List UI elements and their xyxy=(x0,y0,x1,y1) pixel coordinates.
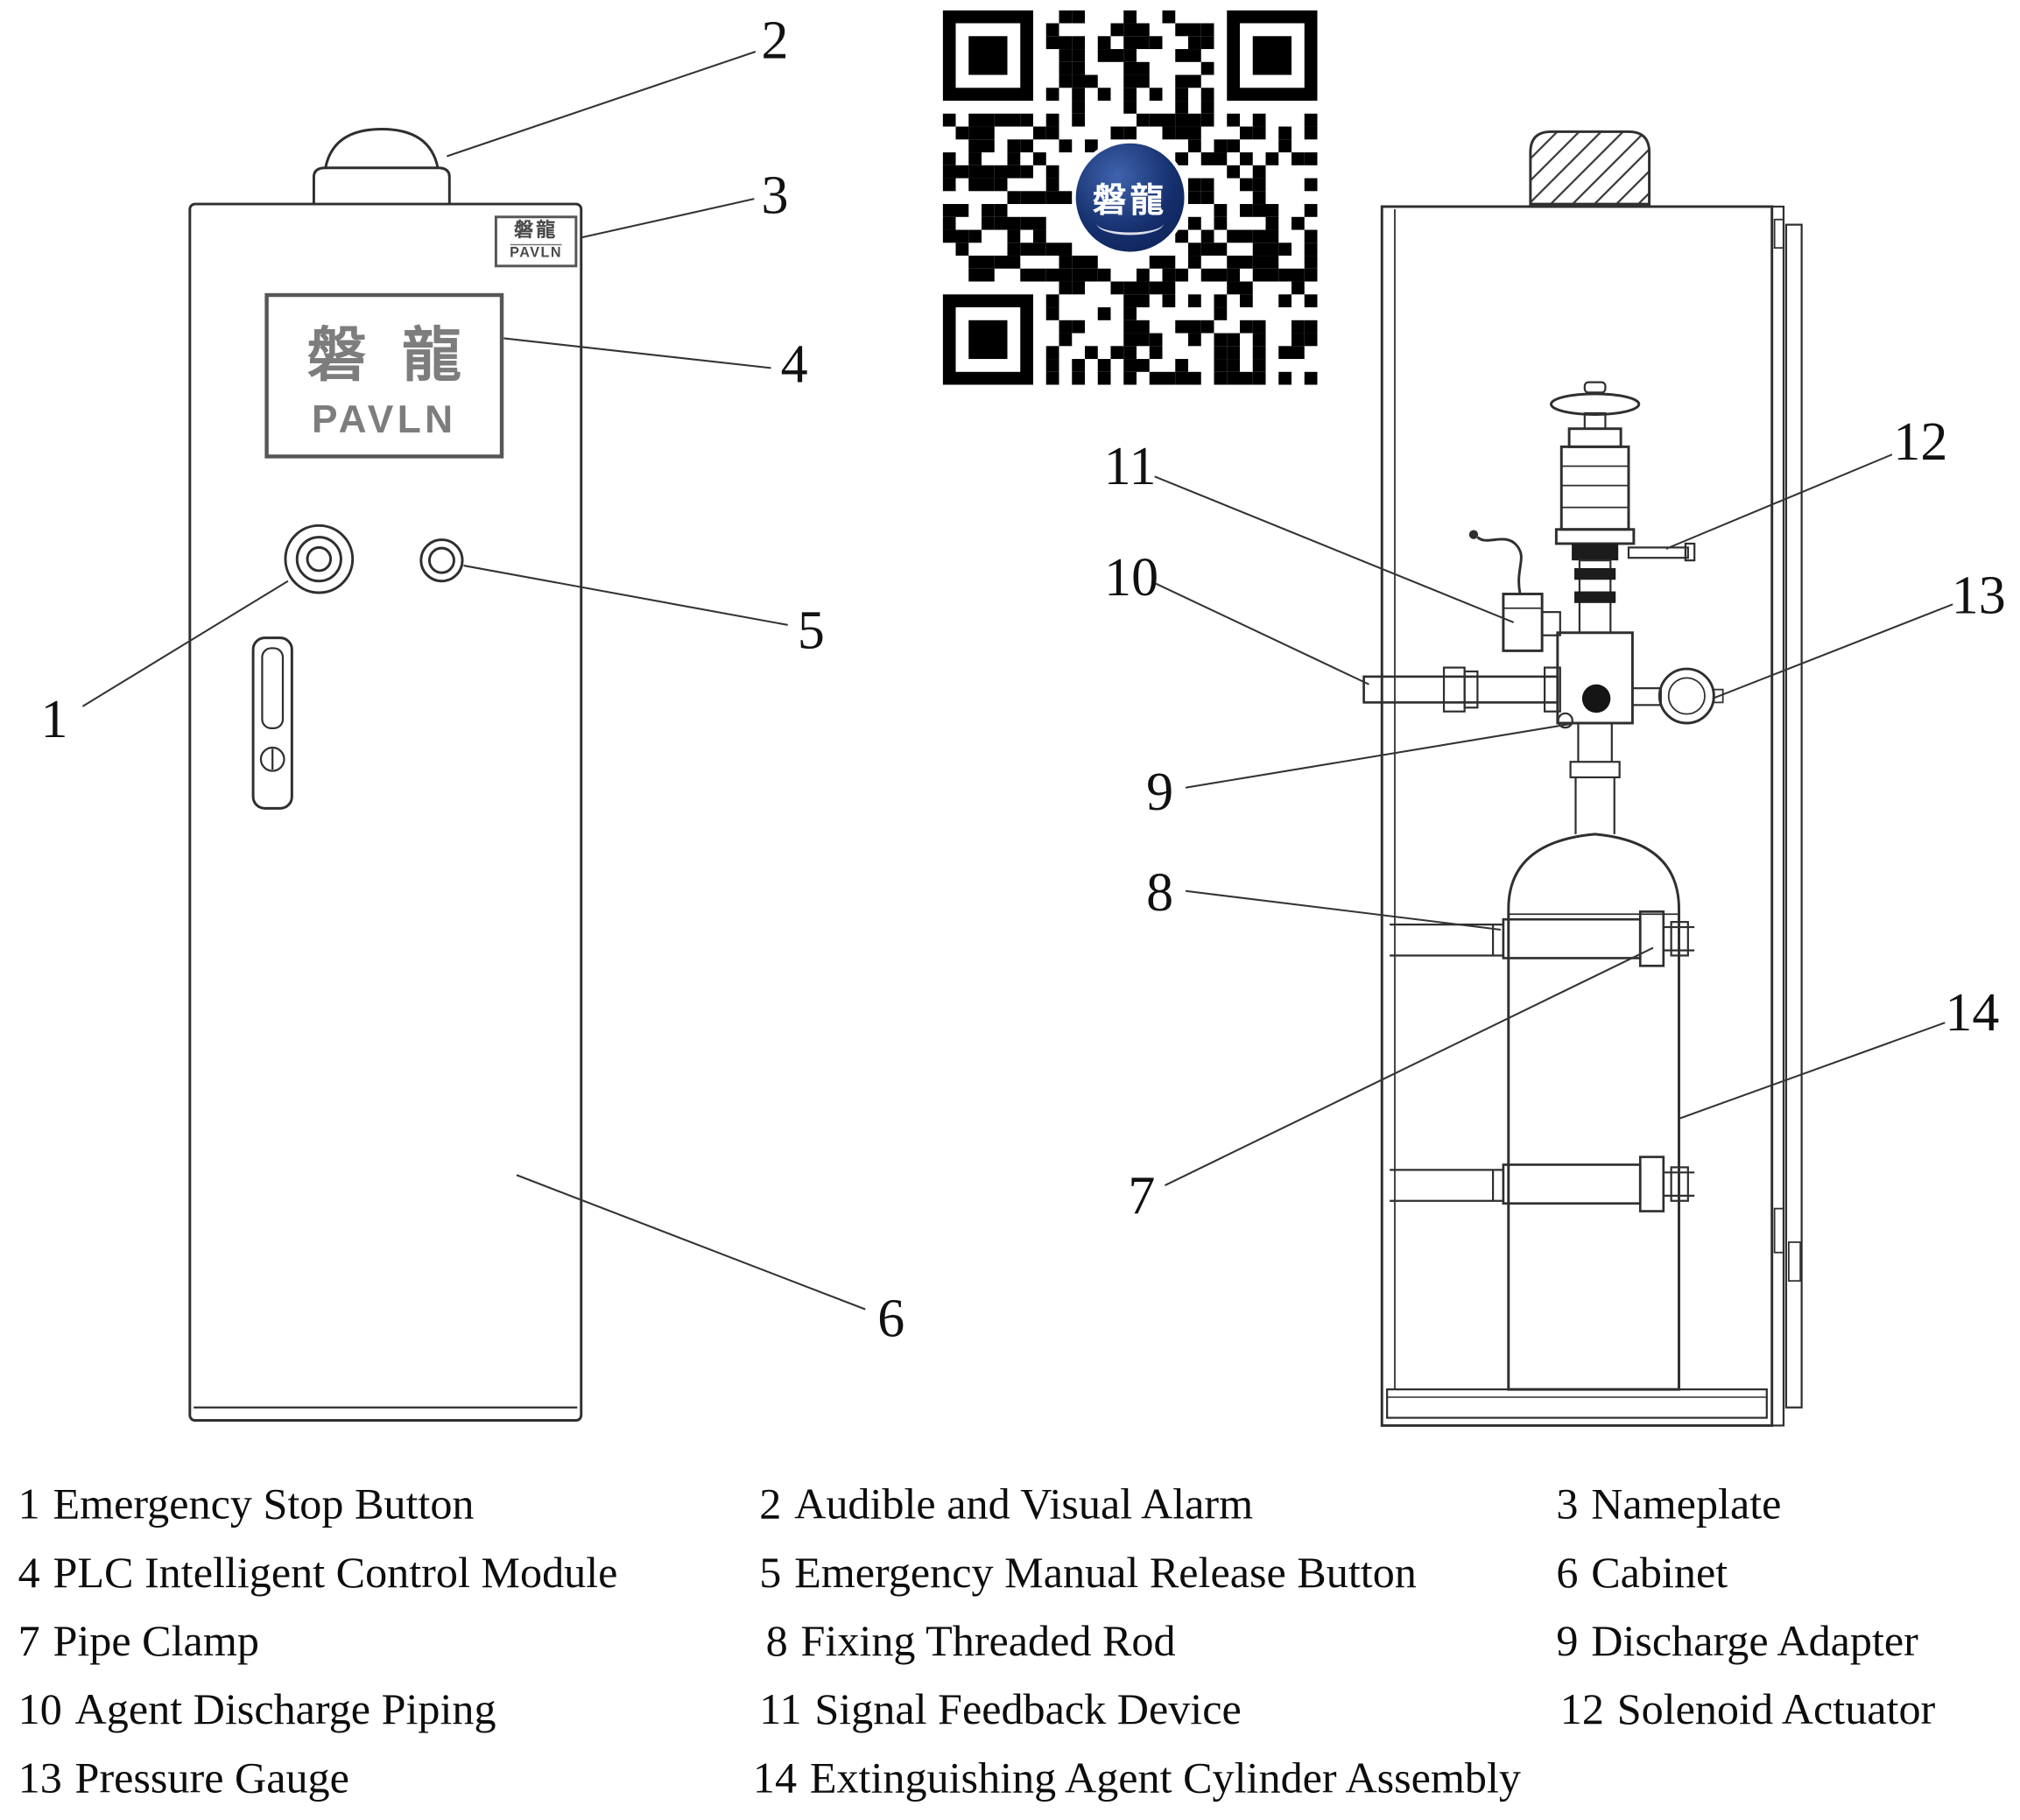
legend-label: Emergency Stop Button xyxy=(53,1480,475,1529)
logo-panel-cn: 磐 龍 xyxy=(306,322,472,389)
nameplate: 磐龍 PAVLN xyxy=(494,215,578,268)
legend-number: 10 xyxy=(18,1686,62,1734)
legend-label: Pressure Gauge xyxy=(74,1754,349,1803)
callout-9: 9 xyxy=(1146,762,1174,823)
door-handle xyxy=(251,636,293,810)
legend-label: Cabinet xyxy=(1591,1549,1728,1598)
brand-logo-text: 磐龍 xyxy=(1092,181,1168,220)
legend-label: Pipe Clamp xyxy=(53,1618,259,1666)
callout-13: 13 xyxy=(1951,566,2006,627)
legend-label: Signal Feedback Device xyxy=(814,1686,1242,1734)
callout-3: 3 xyxy=(761,166,789,227)
legend-number: 9 xyxy=(1556,1618,1579,1666)
legend-number: 2 xyxy=(759,1480,782,1529)
legend-label: PLC Intelligent Control Module xyxy=(53,1549,618,1598)
legend-number: 13 xyxy=(18,1754,62,1803)
discharge-piping xyxy=(1362,666,1559,713)
cabinet-base xyxy=(1386,1388,1768,1419)
legend-number: 4 xyxy=(18,1549,40,1598)
callout-5: 5 xyxy=(797,601,825,662)
legend-label: Fixing Threaded Rod xyxy=(800,1618,1176,1666)
solenoid-actuator xyxy=(1550,381,1696,634)
legend-label: Agent Discharge Piping xyxy=(74,1686,496,1734)
front-cabinet-drawing xyxy=(188,128,583,1422)
legend-number: 11 xyxy=(759,1686,802,1734)
nameplate-cn: 磐龍 xyxy=(514,221,559,242)
agent-cylinder xyxy=(1507,723,1680,1391)
legend-number: 1 xyxy=(18,1480,40,1529)
logo-panel-en: PAVLN xyxy=(312,398,457,442)
legend-label: Extinguishing Agent Cylinder Assembly xyxy=(809,1754,1521,1803)
legend-item-1: 1 Emergency Stop Button xyxy=(18,1479,475,1530)
manual-release-button xyxy=(419,538,464,583)
legend-item-4: 4 PLC Intelligent Control Module xyxy=(18,1549,618,1599)
door-edge xyxy=(1770,205,1803,1427)
callout-11: 11 xyxy=(1103,438,1157,497)
legend-label: Discharge Adapter xyxy=(1591,1618,1918,1666)
upper-pipe-clamp xyxy=(1390,910,1695,967)
legend-number: 7 xyxy=(18,1618,40,1666)
side-cabinet-body xyxy=(1380,205,1774,1427)
legend-item-7: 7 Pipe Clamp xyxy=(18,1617,259,1668)
legend-number: 12 xyxy=(1559,1686,1604,1734)
callout-14: 14 xyxy=(1945,983,2000,1044)
lower-pipe-clamp xyxy=(1390,1156,1695,1212)
callout-2: 2 xyxy=(761,11,789,72)
callout-1: 1 xyxy=(40,691,68,750)
callout-6: 6 xyxy=(877,1289,905,1350)
nameplate-en: PAVLN xyxy=(510,243,563,261)
top-cap xyxy=(1529,130,1651,206)
legend-number: 3 xyxy=(1556,1480,1579,1529)
legend-number: 8 xyxy=(765,1618,788,1666)
callout-4: 4 xyxy=(780,335,808,396)
brand-logo: 磐龍 xyxy=(1075,143,1185,252)
callout-8: 8 xyxy=(1146,863,1174,924)
legend-label: Emergency Manual Release Button xyxy=(794,1549,1417,1598)
emergency-stop-button xyxy=(284,524,355,594)
signal-feedback-device xyxy=(1468,530,1561,652)
front-cabinet-body xyxy=(188,202,583,1422)
alarm-dome xyxy=(312,128,451,205)
legend-label: Audible and Visual Alarm xyxy=(794,1480,1254,1529)
legend-label: Solenoid Actuator xyxy=(1616,1686,1936,1734)
callout-12: 12 xyxy=(1893,413,1948,473)
plc-control-module-panel: 磐 龍 PAVLN xyxy=(264,292,504,459)
legend-label: Nameplate xyxy=(1591,1480,1782,1529)
leader-lines xyxy=(81,51,1953,1311)
qr-code xyxy=(942,10,1318,385)
legend-number: 6 xyxy=(1556,1549,1579,1598)
callout-7: 7 xyxy=(1128,1167,1156,1227)
side-cabinet-drawing xyxy=(1362,130,1803,1427)
pressure-gauge xyxy=(1631,667,1724,725)
legend-number: 14 xyxy=(752,1754,798,1803)
callout-10: 10 xyxy=(1104,548,1159,608)
legend-number: 5 xyxy=(759,1549,782,1598)
